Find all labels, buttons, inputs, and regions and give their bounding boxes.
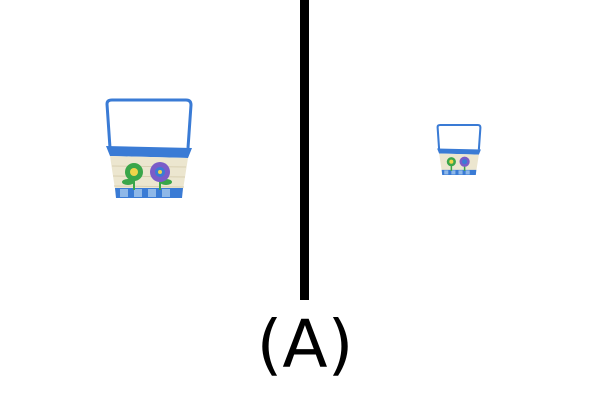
panel-caption: (A) bbox=[256, 306, 354, 383]
large-basket-image bbox=[105, 98, 193, 198]
vertical-divider bbox=[300, 0, 309, 300]
small-basket-image bbox=[436, 124, 482, 175]
